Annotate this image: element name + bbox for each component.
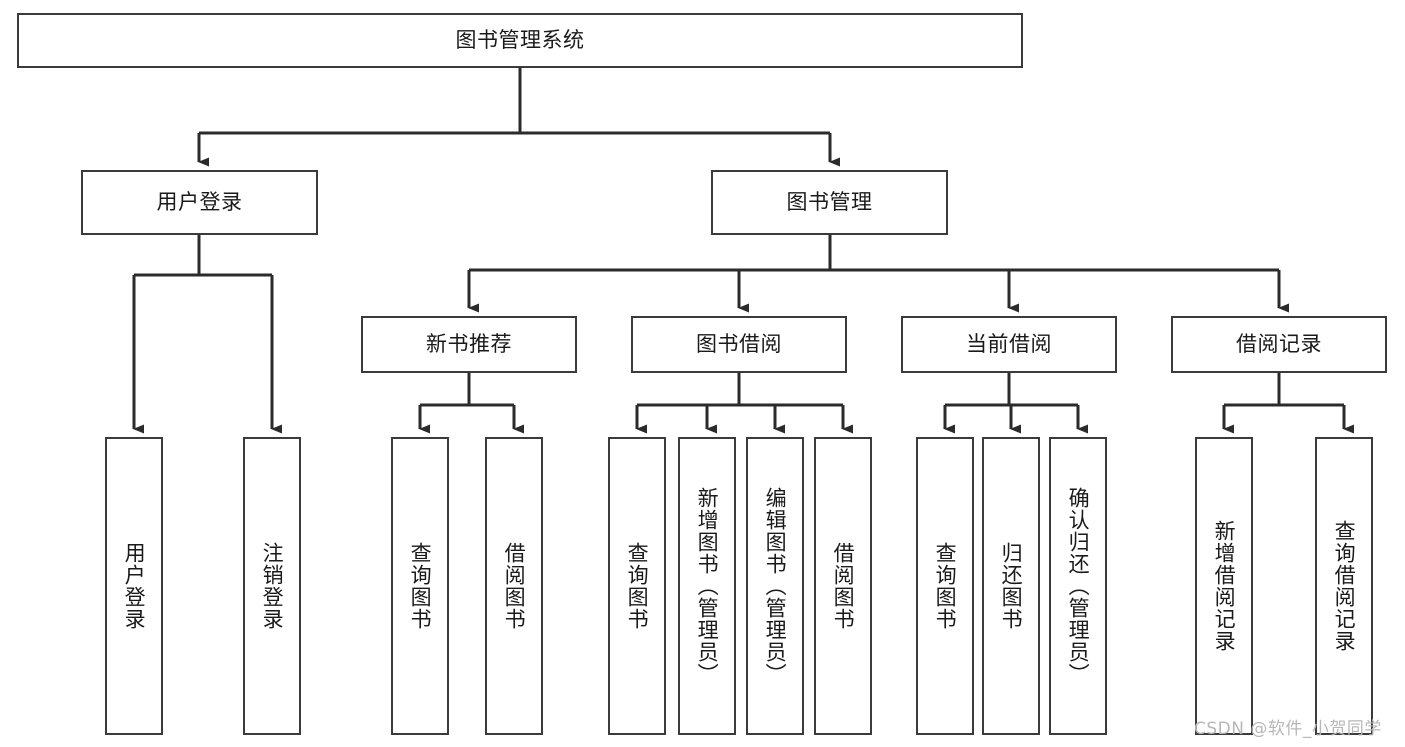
node-leaf-return-book[interactable]: 归还图书: [982, 437, 1040, 735]
node-leaf-logout-label: 注销登录: [260, 542, 285, 630]
node-book-borrow-label: 图书借阅: [696, 331, 782, 356]
node-book-management-label: 图书管理: [786, 189, 873, 214]
node-leaf-confirm-return-admin[interactable]: 确认归还（管理员）: [1049, 437, 1107, 735]
node-leaf-query-book-current-label: 查询图书: [933, 542, 958, 630]
node-leaf-edit-book-admin-label: 编辑图书（管理员）: [763, 487, 788, 685]
node-book-management[interactable]: 图书管理: [711, 170, 948, 235]
node-leaf-confirm-return-admin-label: 确认归还（管理员）: [1066, 487, 1091, 685]
edge-user-login-to-leaves: [132, 235, 282, 434]
node-leaf-add-book-admin-label: 新增图书（管理员）: [695, 487, 720, 685]
node-new-book-recommend-label: 新书推荐: [426, 331, 512, 356]
node-root[interactable]: 图书管理系统: [17, 13, 1023, 68]
edge-current-borrow-to-leaves: [943, 373, 1088, 434]
node-borrow-record-label: 借阅记录: [1236, 331, 1322, 356]
edge-root-to-level2: [197, 68, 840, 167]
edge-borrow-record-to-leaves: [1222, 373, 1354, 434]
node-leaf-add-borrow-record[interactable]: 新增借阅记录: [1195, 437, 1253, 735]
node-leaf-edit-book-admin[interactable]: 编辑图书（管理员）: [746, 437, 804, 735]
node-user-login-label: 用户登录: [156, 189, 243, 214]
node-leaf-borrow-book-recommend-label: 借阅图书: [502, 542, 527, 630]
csdn-watermark: CSDN @软件_小贺同学: [1194, 719, 1382, 739]
node-current-borrow-label: 当前借阅: [966, 331, 1052, 356]
node-leaf-add-book-admin[interactable]: 新增图书（管理员）: [678, 437, 736, 735]
node-leaf-user-login[interactable]: 用户登录: [105, 437, 163, 735]
node-root-label: 图书管理系统: [455, 27, 585, 52]
node-leaf-query-book-borrow[interactable]: 查询图书: [608, 437, 666, 735]
node-leaf-borrow-book-recommend[interactable]: 借阅图书: [485, 437, 543, 735]
node-leaf-borrow-book-label: 借阅图书: [831, 542, 856, 630]
node-current-borrow[interactable]: 当前借阅: [901, 316, 1117, 373]
node-leaf-query-book-recommend[interactable]: 查询图书: [391, 437, 449, 735]
node-book-borrow[interactable]: 图书借阅: [631, 316, 847, 373]
node-leaf-return-book-label: 归还图书: [999, 542, 1024, 630]
edge-new-book-recommend-to-leaves: [418, 373, 524, 434]
node-leaf-user-login-label: 用户登录: [122, 542, 147, 630]
node-leaf-logout[interactable]: 注销登录: [243, 437, 301, 735]
node-leaf-add-borrow-record-label: 新增借阅记录: [1212, 520, 1237, 652]
edge-book-borrow-to-leaves: [635, 373, 853, 434]
node-borrow-record[interactable]: 借阅记录: [1171, 316, 1387, 373]
node-leaf-query-book-current[interactable]: 查询图书: [916, 437, 974, 735]
node-new-book-recommend[interactable]: 新书推荐: [361, 316, 577, 373]
node-leaf-query-borrow-record[interactable]: 查询借阅记录: [1315, 437, 1373, 735]
node-leaf-query-borrow-record-label: 查询借阅记录: [1332, 520, 1357, 652]
edge-book-management-to-level3: [467, 235, 1289, 313]
node-user-login[interactable]: 用户登录: [81, 170, 318, 235]
node-leaf-borrow-book[interactable]: 借阅图书: [814, 437, 872, 735]
node-leaf-query-book-borrow-label: 查询图书: [625, 542, 650, 630]
node-leaf-query-book-recommend-label: 查询图书: [408, 542, 433, 630]
